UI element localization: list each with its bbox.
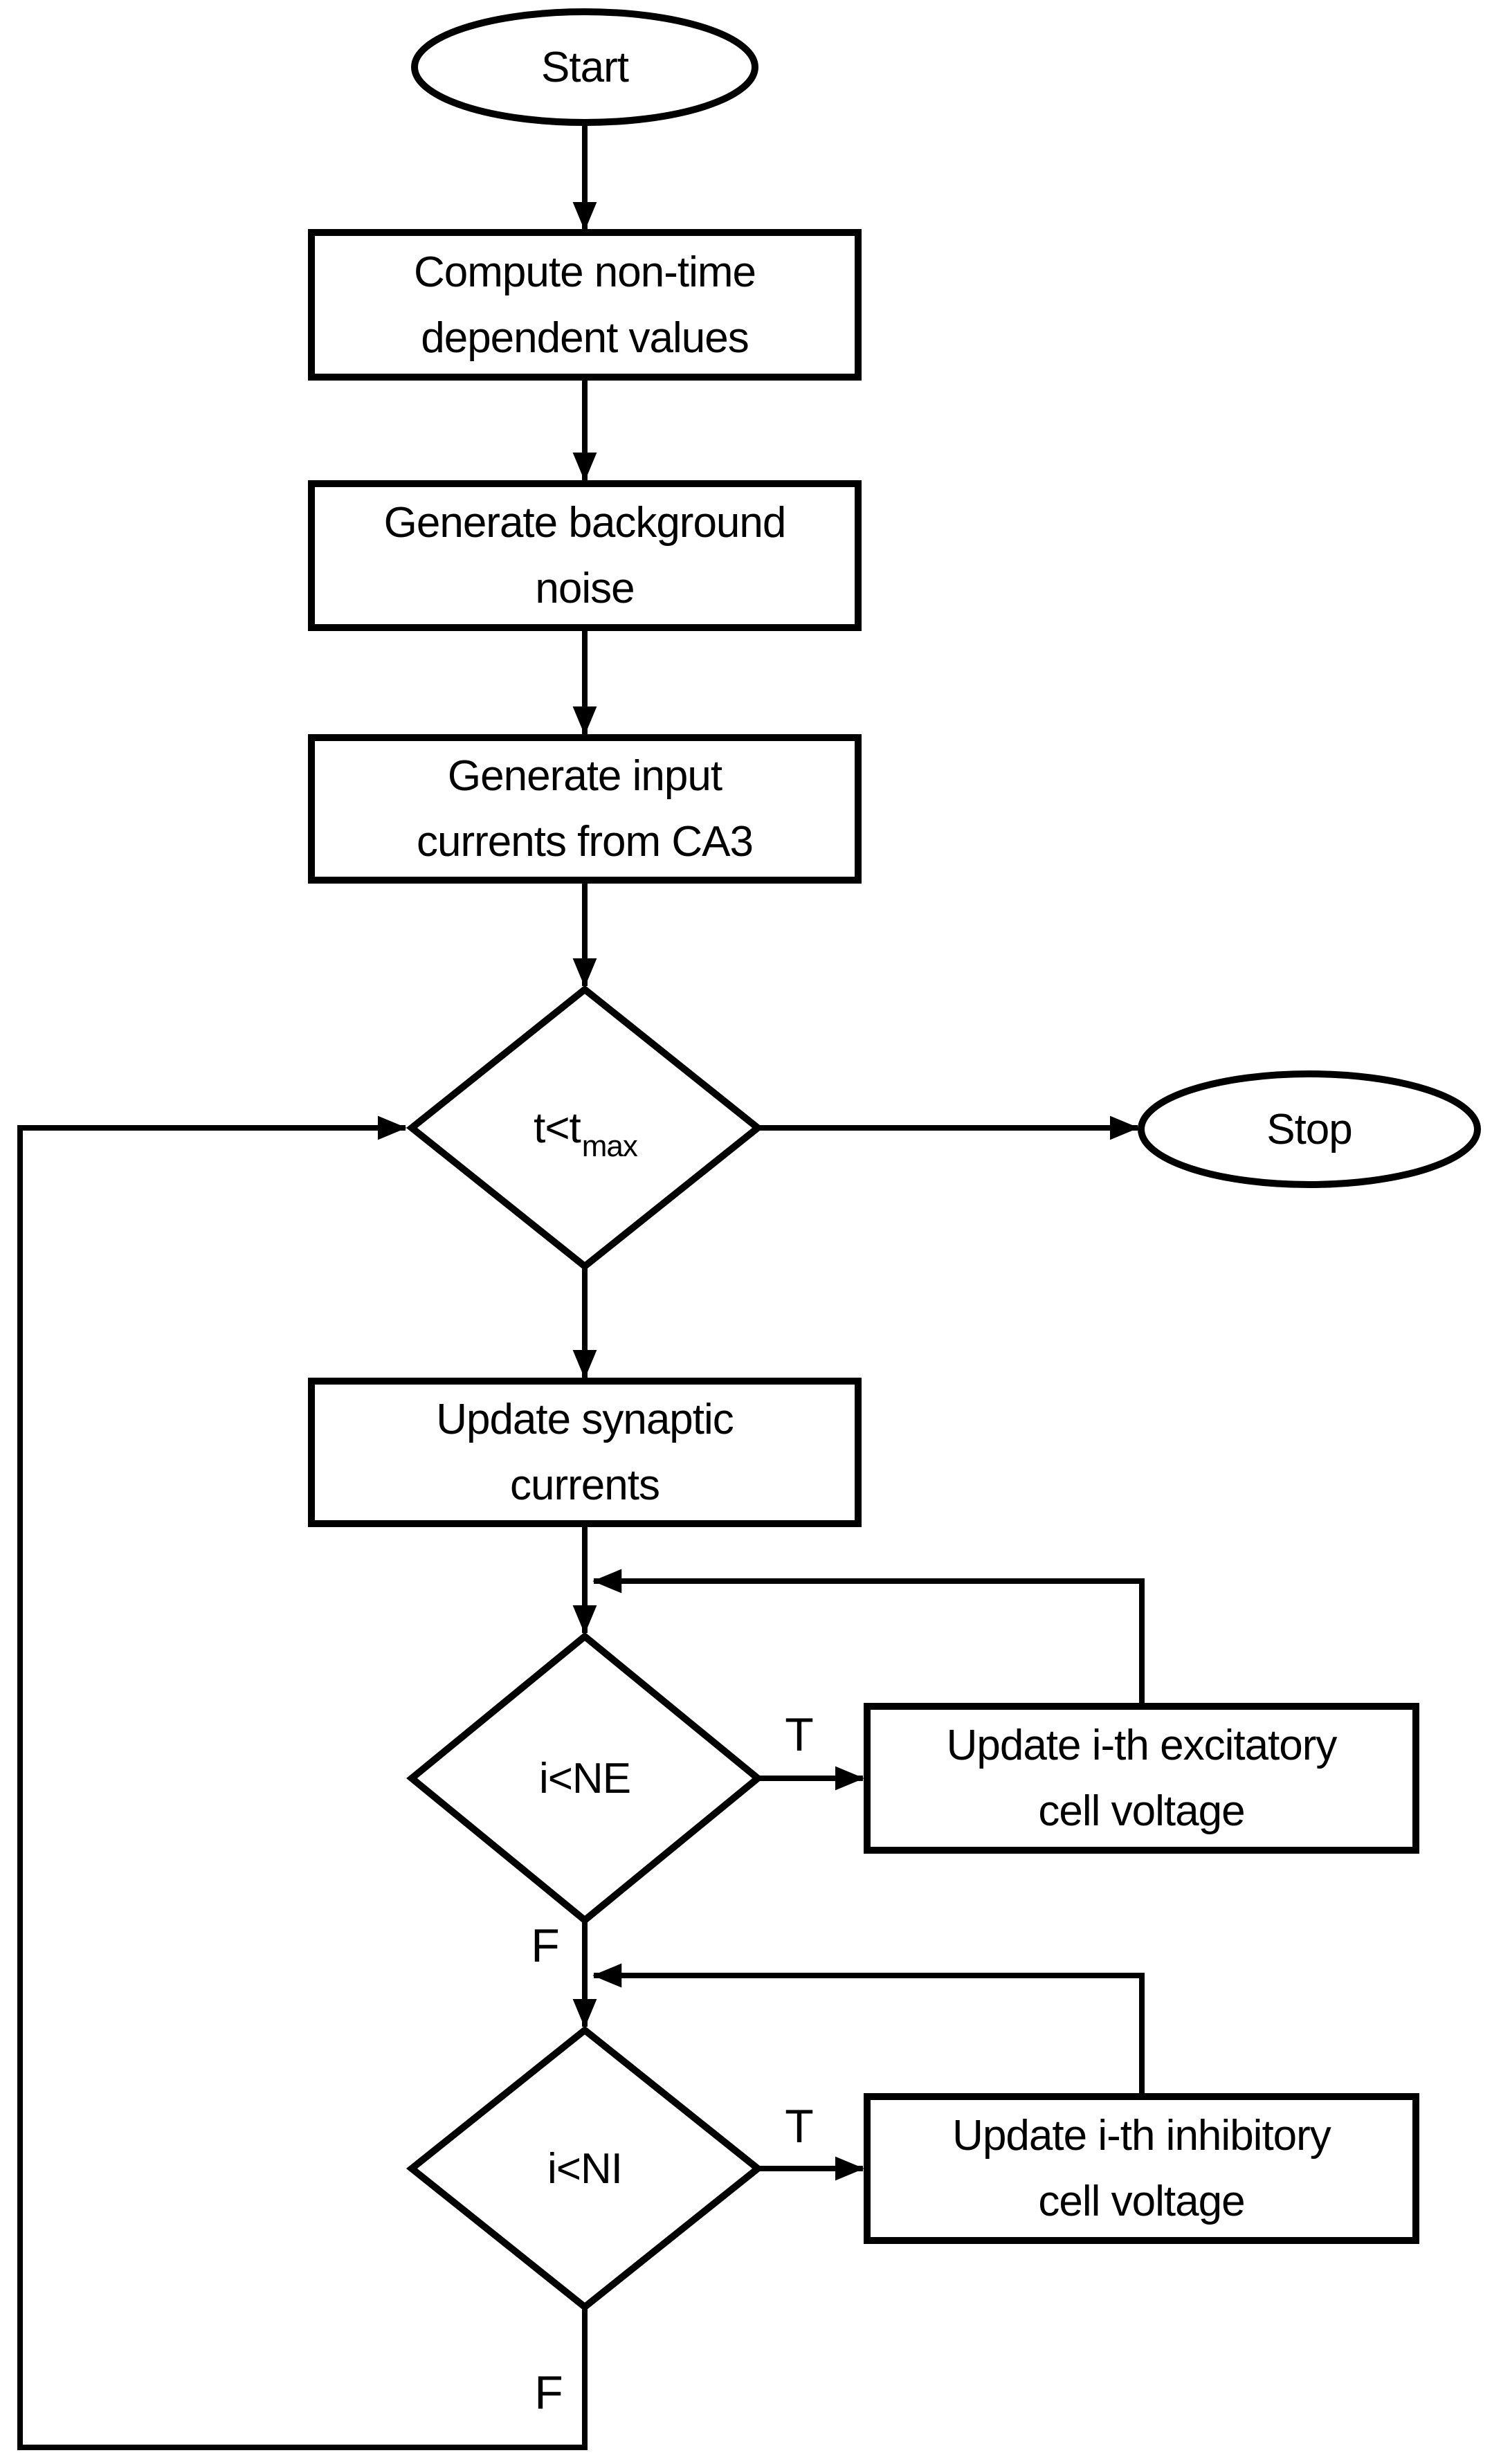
edge-nicheck-loop-to-tcheck xyxy=(17,1115,588,2450)
excitatory-box xyxy=(864,1703,1419,1854)
tcheck-diamond xyxy=(406,985,764,1271)
node-shapes xyxy=(308,8,1481,2312)
stop-ellipse xyxy=(1138,1070,1481,1188)
start-ellipse xyxy=(411,8,758,126)
necheck-diamond xyxy=(406,1632,763,1925)
inhibitory-box xyxy=(864,2093,1419,2244)
compute-box xyxy=(308,229,862,381)
noise-box xyxy=(308,480,862,631)
nicheck-diamond xyxy=(406,2025,764,2312)
edge-inhibitory-loopback xyxy=(592,1963,1145,2097)
input-box xyxy=(308,734,862,884)
edge-excitatory-loopback xyxy=(592,1569,1145,1706)
connectors xyxy=(17,123,1145,2450)
synaptic-box xyxy=(308,1378,862,1527)
